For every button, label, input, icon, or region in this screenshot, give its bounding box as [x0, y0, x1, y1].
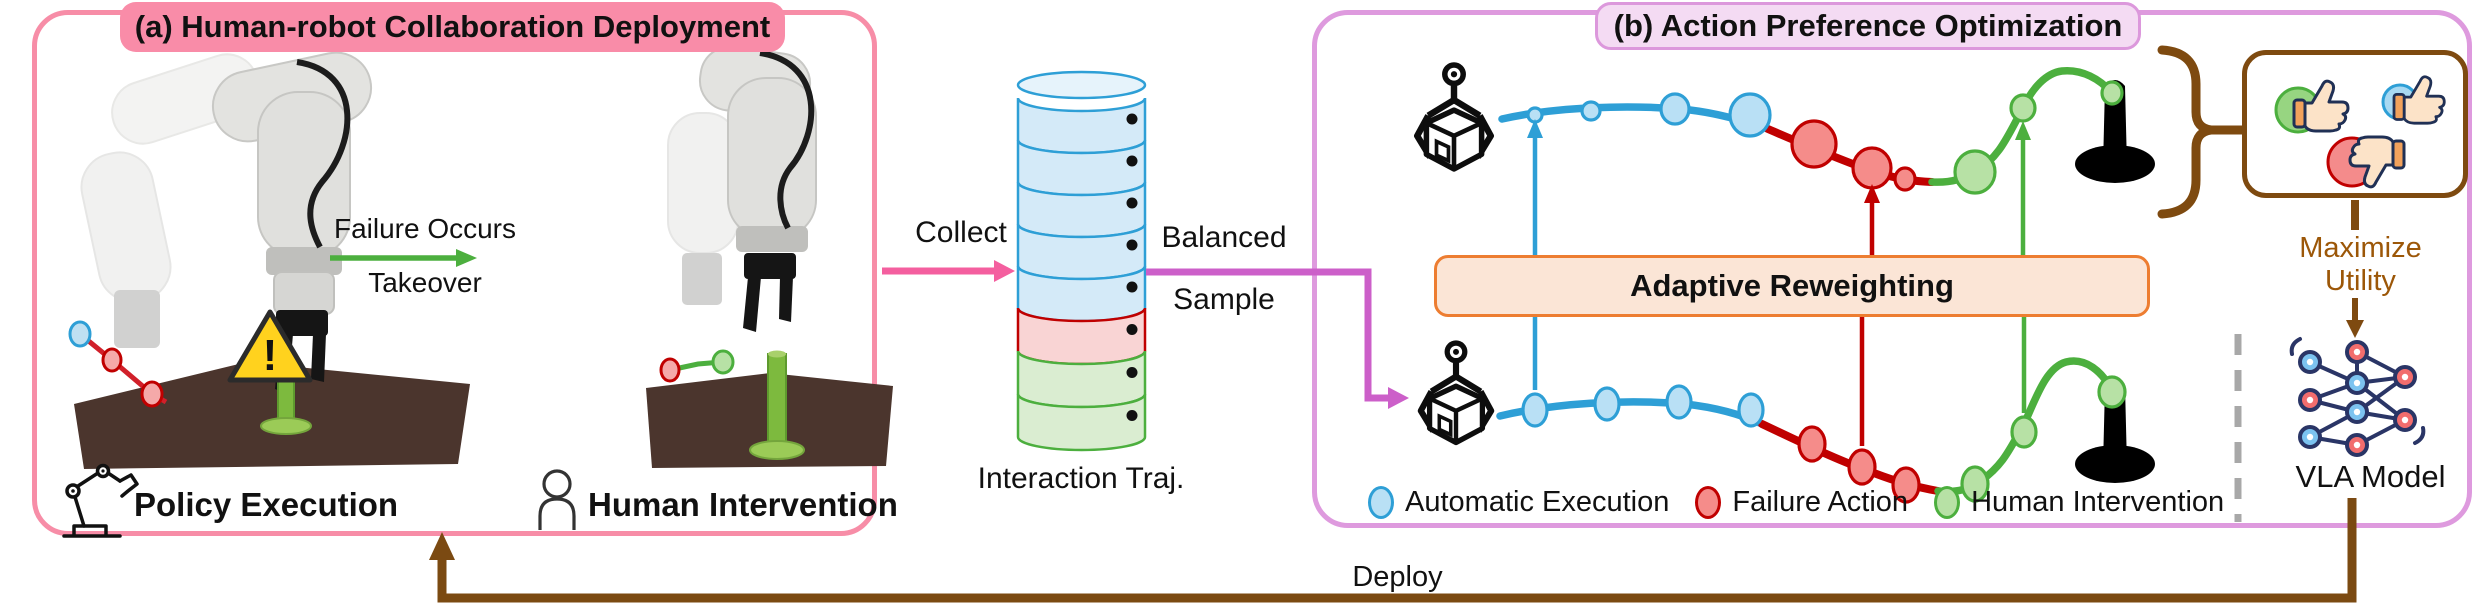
- bottom-dot-human: [2010, 415, 2038, 449]
- human-intervention-label: Human Intervention: [588, 486, 898, 523]
- bottom-dot-automatic: [1521, 392, 1549, 428]
- cable: [759, 50, 815, 230]
- interaction-trajectory-buffer: [1016, 97, 1147, 452]
- svg-text:!: !: [263, 331, 278, 380]
- buffer-sample-dots: [1126, 113, 1138, 421]
- deploy-label: Deploy: [1352, 561, 1443, 593]
- cable: [296, 59, 351, 249]
- bottom-dot-failure: [1797, 425, 1827, 463]
- top-dot-automatic: [1728, 92, 1772, 138]
- top-dot-human: [2009, 93, 2037, 123]
- top-dot-human: [2100, 80, 2124, 106]
- takeover-label: Takeover: [368, 267, 482, 298]
- top-dot-automatic: [1580, 100, 1602, 122]
- trajectory-dots: [1521, 80, 2127, 504]
- interaction-traj-label: Interaction Traj.: [977, 462, 1185, 495]
- preference-brace: [2157, 45, 2247, 219]
- balanced-label: Balanced: [1161, 221, 1287, 254]
- buffer-layer-automatic: [1016, 97, 1147, 155]
- maximize-utility-arrow: [2346, 200, 2364, 338]
- top-dot-human: [1953, 149, 1997, 195]
- failed-trajectory: [68, 320, 168, 408]
- buffer-dot: [1126, 281, 1138, 293]
- vla-model-label: VLA Model: [2295, 459, 2446, 494]
- policy-execution-label: Policy Execution: [134, 486, 399, 523]
- utility-label: Utility: [2325, 265, 2396, 297]
- feedback-icons: [2274, 75, 2446, 189]
- maximize-label: Maximize: [2299, 232, 2422, 264]
- buffer-layer-human: [1016, 393, 1147, 452]
- failure-occurs-label: Failure Occurs: [333, 213, 517, 244]
- buffer-dot: [1126, 155, 1138, 167]
- legend-item-automatic: Automatic Execution: [1368, 485, 1670, 519]
- photo-policy-execution: !: [68, 51, 470, 469]
- top-dot-failure: [1851, 146, 1893, 190]
- bottom-dot-failure: [1847, 448, 1877, 486]
- bottom-dot-automatic: [1593, 386, 1621, 422]
- panel-a-title-badge: (a) Human-robot Collaboration Deployment: [120, 2, 785, 52]
- panel-b-title-badge: (b) Action Preference Optimization: [1595, 2, 2141, 50]
- legend-label: Human Intervention: [1971, 485, 2225, 518]
- ghost-robot-arm: [80, 53, 259, 348]
- vla-network-icon: [2289, 337, 2426, 457]
- buffer-dot: [1126, 410, 1138, 421]
- legend-item-human: Human Intervention: [1934, 485, 2225, 519]
- sample-label: Sample: [1173, 283, 1275, 316]
- balanced-sample-arrow: [1146, 268, 1409, 409]
- deploy-path: [429, 498, 2357, 603]
- legend-dot-failure: [1695, 485, 1722, 519]
- top-dot-failure: [1790, 119, 1838, 169]
- warning-icon: !: [227, 309, 313, 383]
- robot-arm: [698, 45, 817, 332]
- legend-dot-human: [1934, 485, 1961, 519]
- bottom-dot-automatic: [1737, 392, 1765, 428]
- buffer-dot: [1126, 197, 1138, 209]
- collect-label: Collect: [915, 216, 1007, 249]
- robot-arm: [211, 51, 373, 394]
- policy-gripper-icon-bottom: [1421, 343, 1491, 442]
- buffer-dot: [1126, 239, 1138, 251]
- robot-arm-icon: [62, 463, 139, 538]
- ghost-robot-arm: [667, 112, 739, 305]
- bottom-dot-human: [1960, 465, 1990, 503]
- peg-target: [749, 350, 805, 460]
- buffer-dot: [1126, 367, 1138, 378]
- bottom-dot-failure: [1891, 466, 1921, 504]
- top-dot-automatic: [1659, 92, 1691, 126]
- photo-human-intervention: [646, 45, 893, 468]
- adaptive-reweighting-box: Adaptive Reweighting: [1434, 255, 2150, 317]
- policy-gripper-icon-top: [1417, 65, 1491, 169]
- buffer-dot: [1126, 324, 1138, 335]
- takeover-arrow: [330, 249, 477, 267]
- corrected-trajectory: [659, 349, 735, 383]
- person-icon: [538, 469, 576, 530]
- legend-label: Failure Action: [1732, 485, 1909, 518]
- buffer-top-ellipse: [1016, 70, 1147, 100]
- bottom-dot-automatic: [1665, 384, 1693, 420]
- buffer-dot: [1126, 113, 1138, 125]
- bottom-dot-human: [2097, 375, 2127, 409]
- collect-arrow: [882, 260, 1015, 282]
- legend-dot-automatic: [1368, 485, 1394, 519]
- table-surface: [74, 362, 470, 469]
- legend-label: Automatic Execution: [1405, 485, 1670, 518]
- legend-item-failure: Failure Action: [1695, 485, 1909, 519]
- reweight-arrows-up: [1527, 119, 2031, 255]
- trajectory-legend: Automatic Execution Failure Action Human I…: [1368, 482, 2238, 522]
- reweight-lines-down: [1532, 317, 2027, 446]
- top-dot-failure: [1893, 166, 1917, 192]
